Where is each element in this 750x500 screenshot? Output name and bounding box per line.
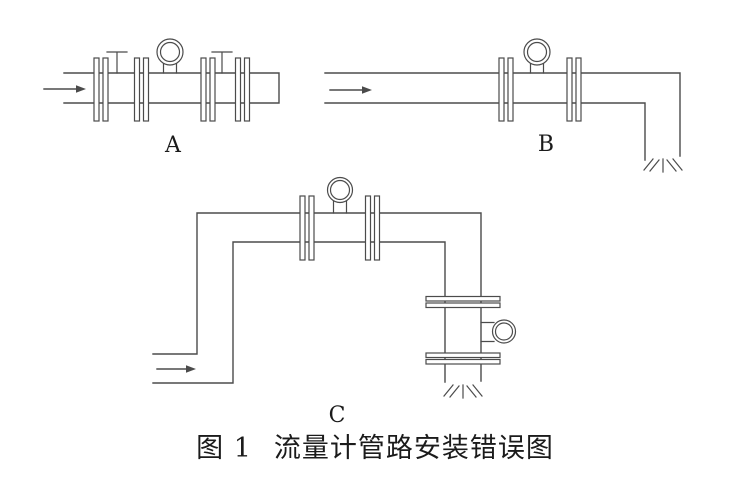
flange-icon (299, 195, 315, 261)
gauge-stubs (480, 321, 495, 343)
gauge-inner-ring (494, 322, 514, 341)
flow-arrow-icon (156, 365, 196, 373)
flange-icon (425, 295, 501, 309)
flange-bar (209, 57, 216, 122)
gauge-inner-ring (159, 41, 181, 63)
flange-bar (373, 195, 381, 261)
flange-bar (93, 57, 100, 122)
flowmeter-gauge-icon (523, 38, 551, 74)
flange-icon (498, 57, 514, 122)
valve-tap-icon (211, 51, 233, 74)
diagram-b (324, 38, 683, 173)
flange-bar (234, 57, 242, 122)
flange-bar (308, 195, 315, 261)
gauge-stubs (162, 62, 178, 74)
flange-icon (566, 57, 582, 122)
valve-tap-icon (106, 51, 128, 74)
flange-bar (425, 358, 501, 365)
flange-bar (498, 57, 505, 122)
flowmeter-gauge-icon (156, 38, 184, 74)
arrow-head (186, 365, 196, 373)
flange-bar (507, 57, 514, 122)
flow-arrow-icon (329, 86, 372, 94)
subfigure-label-a: A (165, 133, 181, 158)
flange-bar (133, 57, 141, 122)
open-drain-icon (443, 384, 483, 399)
figure-number: 图 1 (196, 433, 252, 464)
tap-stem (211, 51, 233, 74)
gauge-inner-ring (526, 41, 548, 63)
diagram-a (43, 38, 280, 122)
flange-icon (133, 57, 150, 122)
arrow-head (76, 85, 86, 93)
flange-icon (425, 352, 501, 365)
diagram-c (152, 176, 517, 399)
flange-bar (425, 302, 501, 309)
flange-bar (243, 57, 251, 122)
flange-icon (200, 57, 216, 122)
flowmeter-gauge-icon (480, 319, 517, 344)
gauge-stubs (529, 62, 545, 74)
flange-bar (425, 352, 501, 359)
flange-bar (102, 57, 109, 122)
flange-bar (566, 57, 573, 122)
flow-arrow-icon (43, 85, 86, 93)
gauge-inner-ring (329, 179, 351, 201)
pipe (324, 72, 681, 161)
flowmeter-gauge-icon (326, 176, 354, 214)
pipe (63, 72, 280, 104)
flange-icon (93, 57, 109, 122)
flange-bar (575, 57, 582, 122)
figure-title: 流量计管路安装错误图 (273, 433, 554, 464)
flange-bar (364, 195, 372, 261)
flange-bar (142, 57, 150, 122)
flange-bar (299, 195, 306, 261)
flange-bar (425, 295, 501, 302)
open-drain-icon (643, 158, 683, 173)
tap-stem (106, 51, 128, 74)
figure-caption: 图 1 流量计管路安装错误图 (0, 433, 750, 465)
arrow-head (362, 86, 372, 94)
pipe-inner (152, 241, 446, 384)
flange-bar (200, 57, 207, 122)
subfigure-label-c: C (328, 403, 346, 428)
subfigure-label-b: B (537, 132, 555, 157)
flange-icon (234, 57, 251, 122)
flange-icon (364, 195, 381, 261)
gauge-stubs (332, 200, 348, 214)
pipe-outer (152, 212, 482, 382)
